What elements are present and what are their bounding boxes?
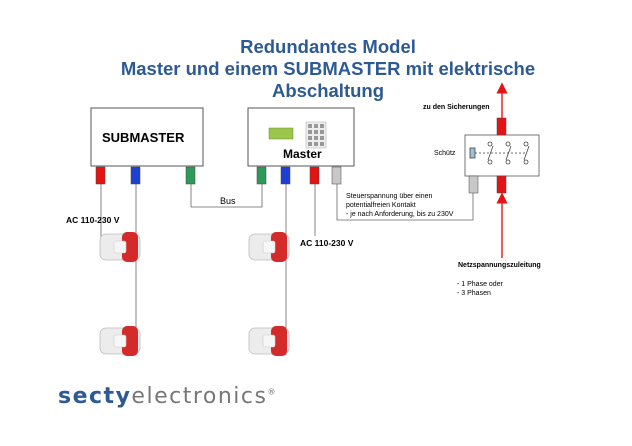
logo-part-2: electronics [131,384,268,409]
submaster-terminal-red [95,166,106,185]
contactor-label: Schütz [434,150,456,157]
submaster-terminal-green [185,166,196,185]
control-note-line-2: potentialfreien Kontakt [346,202,416,209]
company-logo: sectyelectronics® [58,384,277,409]
submaster-label: SUBMASTER [102,130,185,145]
control-note-line-3: - je nach Anforderung, bis zu 230V [346,211,454,218]
ac-label-right: AC 110-230 V [300,238,354,248]
fuses-label: zu den Sicherungen [423,104,490,111]
logo-part-1: secty [58,384,132,409]
contactor-terminal-grey [468,175,479,194]
siren-icon [248,231,290,263]
title-line-2: Master und einem SUBMASTER mit elektrisc… [120,58,536,79]
contactor-terminal-red-top [496,117,507,136]
wires [100,184,474,355]
master-lcd [268,127,294,140]
control-voltage-note: Steuerspannung über einen potentialfreie… [346,192,453,219]
siren-icon [99,231,141,263]
submaster-terminal-blue [130,166,141,185]
master-terminal-red [309,166,320,185]
contactor-switch-icon [469,141,530,165]
master-keypad [305,121,327,149]
master-terminal-blue [280,166,291,185]
contactor-box [464,134,540,177]
contactor-terminal-red-bottom [496,175,507,194]
siren-icon [99,325,141,357]
supply-title: Netzspannungszuleitung [458,262,541,269]
master-label: Master [283,147,322,161]
submaster-box [90,107,204,167]
bus-label: Bus [220,196,236,206]
logo-registered-mark: ® [267,387,277,397]
title-line-1: Redundantes Model [240,36,416,57]
siren-icon [248,325,290,357]
master-box [247,107,355,167]
control-note-line-1: Steuerspannung über einen [346,193,433,200]
title-line-3: Abschaltung [271,80,385,101]
supply-option-2: - 3 Phasen [457,290,491,297]
supply-option-1: - 1 Phase oder [457,281,503,288]
master-terminal-grey [331,166,342,185]
master-terminal-green [256,166,267,185]
ac-label-left: AC 110-230 V [66,215,120,225]
